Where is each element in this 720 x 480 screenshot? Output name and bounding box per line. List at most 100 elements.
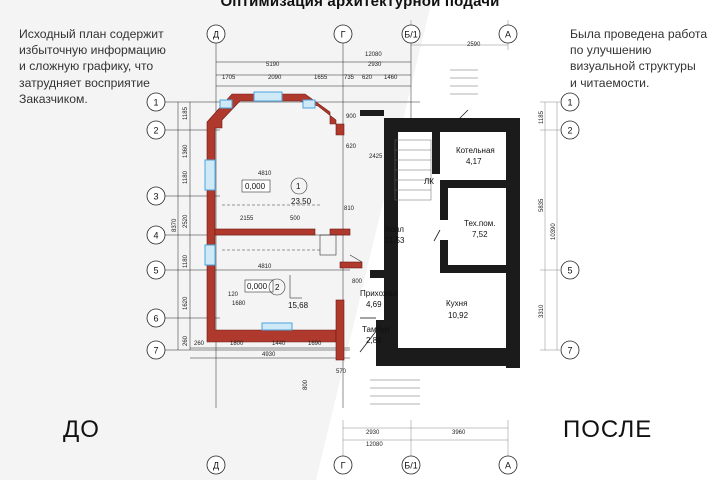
dim-top1-b: 2930 <box>368 62 382 68</box>
room-boiler-area: 4,17 <box>466 157 482 166</box>
axis-left-0-label: 1 <box>153 98 158 108</box>
dim-misc-3: 500 <box>290 216 301 222</box>
dim-bottom-total: 4930 <box>262 352 276 358</box>
dim-after-right-c: 3310 <box>539 304 545 318</box>
dim-bottom-b: 1800 <box>230 341 244 347</box>
dim-top1-a: 5190 <box>266 62 280 68</box>
axis-bottom-0-circle <box>206 455 226 475</box>
axis-bottom-1-label: Г <box>341 461 346 471</box>
axis-bottom-2-circle <box>401 455 421 475</box>
before-dimension-texts: 2590 12080 5190 2930 1705 2090 1655 735 … <box>172 42 481 390</box>
room-kitchen-area: 10,92 <box>448 311 469 320</box>
dim-top2-f: 1460 <box>384 75 398 81</box>
axis-left-1-label: 2 <box>153 126 158 136</box>
room-tech-name: Тех.пом. <box>464 219 495 228</box>
dim-bottom-d: 1690 <box>308 341 322 347</box>
axis-top-1-label: Г <box>341 30 346 40</box>
dim-top2-c: 1655 <box>314 75 328 81</box>
dim-misc-2: 2155 <box>240 216 254 222</box>
note-before-line: затрудняет восприятие <box>19 75 150 90</box>
axis-left-2-circle <box>146 186 166 206</box>
axis-top-3-circle <box>498 24 518 44</box>
after-room-labels: Котельная 4,17 Тех.пом. 7,52 Холл 11,53 … <box>360 146 495 345</box>
axis-left-2-label: 3 <box>153 192 158 202</box>
axis-left-3-circle <box>146 225 166 245</box>
before-walls <box>206 93 363 361</box>
dim-misc-5: 4810 <box>258 264 272 270</box>
dim-left-f: 1620 <box>183 296 189 310</box>
dim-after-right-total: 10390 <box>551 223 557 240</box>
dim-misc-10: 900 <box>346 114 357 120</box>
axis-left-3-label: 4 <box>153 231 158 241</box>
dim-misc-7: 120 <box>228 292 239 298</box>
after-walls <box>360 110 520 368</box>
room-entry-area: 4,69 <box>366 300 382 309</box>
axis-left-6-label: 7 <box>153 346 158 356</box>
axis-bottom-1-circle <box>333 455 353 475</box>
dim-left-total: 8370 <box>172 218 178 232</box>
room1-area: 23,50 <box>291 197 312 206</box>
note-before: Исходный план содержит избыточную информ… <box>19 26 189 107</box>
axis-right-1-circle <box>560 120 580 140</box>
axis-right-3-label: 7 <box>567 346 572 356</box>
axis-top-0-label: Д <box>213 30 219 40</box>
dim-misc-9: 620 <box>346 144 357 150</box>
dim-misc-6: 1680 <box>232 301 246 307</box>
after-stairs <box>370 69 478 405</box>
room-hall-name: Холл <box>385 225 404 234</box>
dim-after-bottom-a: 2930 <box>366 430 380 436</box>
axis-bottom-3-label: А <box>505 461 511 471</box>
axis-right-1-label: 2 <box>567 126 572 136</box>
axis-left-5-circle <box>146 308 166 328</box>
after-dimension-texts: 1185 5835 3310 10390 2930 3960 12080 <box>366 110 557 448</box>
label-before: ДО <box>63 416 100 443</box>
before-room-2: 2 0,000 15,68 <box>247 282 309 310</box>
dim-after-right-a: 1185 <box>539 110 545 124</box>
dim-left-a: 1185 <box>183 106 189 120</box>
axis-left-5-label: 6 <box>153 314 158 324</box>
dim-top2-a: 1705 <box>222 75 236 81</box>
note-after-line: визуальной структуры <box>570 59 696 74</box>
axis-left-0-circle <box>146 92 166 112</box>
room-lk-name: ЛК <box>424 177 434 186</box>
dim-left-d: 2520 <box>183 214 189 228</box>
room2-number: 2 <box>275 283 280 292</box>
room-vestibule-name: Тамбур <box>362 325 390 334</box>
axis-right-0-circle <box>560 92 580 112</box>
before-room-1: 1 0,000 23,50 <box>245 182 312 206</box>
note-after-line: Была проведена работа <box>570 27 708 41</box>
room-tech-area: 7,52 <box>472 230 488 239</box>
dim-misc-4: 810 <box>344 206 355 212</box>
axis-bottom-3-circle <box>498 455 518 475</box>
room2-area: 15,68 <box>288 301 309 310</box>
axis-top-2-circle <box>401 24 421 44</box>
note-before-line: Исходный план содержит <box>19 27 164 41</box>
axis-left-4-label: 5 <box>153 266 158 276</box>
axis-left-1-circle <box>146 120 166 140</box>
dim-left-e: 1180 <box>183 254 189 268</box>
dim-after-bottom-b: 3960 <box>452 430 466 436</box>
note-before-line: и сложную графику, что <box>19 59 154 74</box>
dim-top2-e: 620 <box>362 75 373 81</box>
axis-left-4-circle <box>146 260 166 280</box>
dim-after-bottom-total: 12080 <box>366 442 383 448</box>
room-boiler-name: Котельная <box>456 146 495 155</box>
page-title: Оптимизация архитектурной подачи <box>220 0 500 10</box>
axis-right-2-circle <box>560 260 580 280</box>
after-doors <box>359 109 469 353</box>
dim-left-b: 1360 <box>183 144 189 158</box>
axis-left-6-circle <box>146 340 166 360</box>
axis-bottom-2-label: Б/1 <box>404 461 417 471</box>
dim-top-total: 12080 <box>365 52 382 58</box>
dim-top2-b: 2090 <box>268 75 282 81</box>
note-before-line: Заказчиком. <box>19 91 88 106</box>
axis-right-3-circle <box>560 340 580 360</box>
dim-bottom-c: 1440 <box>272 341 286 347</box>
dim-misc-8: 2425 <box>369 154 383 160</box>
axis-top-3-label: А <box>505 30 511 40</box>
note-after-line: по улучшению <box>570 43 652 58</box>
label-after: ПОСЛЕ <box>563 416 653 443</box>
